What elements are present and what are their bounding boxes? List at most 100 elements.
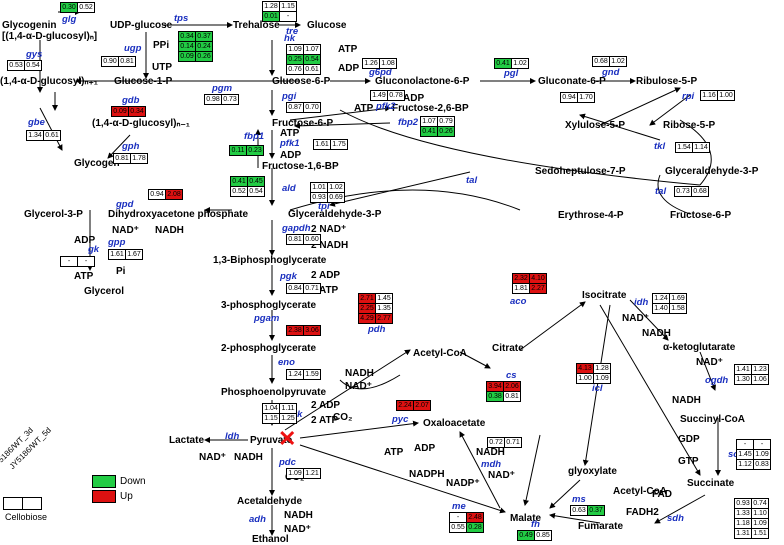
enz-aco: aco [510, 296, 527, 307]
met-nad-adh: NAD⁺ [284, 524, 311, 535]
ratio-cell: 0.63 [570, 505, 588, 516]
enz-pgk: pgk [280, 271, 297, 282]
met-nadph-me: NADPH [409, 469, 445, 480]
ratio-cell: 1.59 [303, 369, 321, 380]
met-gtp: GTP [678, 456, 699, 467]
met-glycerol-3p: Glycerol-3-P [24, 209, 83, 220]
ratio-cell: 1.34 [26, 130, 44, 141]
ratio-cell: 1.75 [330, 139, 348, 150]
met-acetyl-coa-ms: Acetyl-CoA [613, 486, 667, 497]
enz-ogdh: ogdh [705, 375, 729, 386]
ratio-row: -2.48 [449, 512, 484, 523]
met-fructose-6p-right: Fructose-6-P [670, 210, 732, 221]
ratio-cell: 0.61 [43, 130, 61, 141]
ratio-cell: 1.49 [370, 90, 388, 101]
met-g3p: Glyceraldehyde-3-P [288, 209, 382, 220]
ratio-cell: 1.24 [286, 369, 304, 380]
enz-rpi: rpi [682, 91, 695, 102]
ratio-cell: 0.94 [148, 189, 166, 200]
enz-eno: eno [278, 357, 295, 368]
met-ribulose-5p: Ribulose-5-P [636, 76, 698, 87]
met-glucan-n1: (1,4-α-D-glucosyl)ₙ₊₁ [0, 76, 98, 87]
met-nadh-gapdh: 2 NADH [311, 240, 349, 251]
ratio-cell: 1.02 [511, 58, 529, 69]
met-nad-ogdh: NAD⁺ [696, 357, 723, 368]
met-glucose-1p: Glucose-1-P [114, 76, 173, 87]
enz-scs: scs [728, 450, 744, 460]
enz-pdh: pdh [368, 324, 386, 335]
legend-down-swatch [92, 475, 116, 488]
enz-tkl: tkl [654, 141, 666, 152]
enz-g6pd: g6pd [369, 67, 392, 78]
met-glyoxylate: glyoxylate [568, 466, 617, 477]
met-fructose-6p: Fructose-6-P [272, 118, 334, 129]
ratio-cell: 1.61 [108, 249, 126, 260]
ratio-cell: 0.52 [77, 2, 95, 13]
met-ppi: PPi [153, 40, 170, 51]
met-fructose-16bp: Fructose-1,6-BP [262, 161, 339, 172]
met-g3p-right: Glyceraldehyde-3-P [665, 166, 759, 177]
ratio-cell: 1.14 [692, 142, 710, 153]
met-adp-pfk1: ADP [280, 150, 302, 161]
ratio-cell: 1.81 [512, 283, 530, 294]
enz-ugp: ugp [124, 43, 142, 54]
ratio-cell: 2.24 [396, 400, 414, 411]
met-adp-pfk2: ADP [403, 93, 425, 104]
met-adp-gk: ADP [74, 235, 96, 246]
ratio-cell: 2.07 [413, 400, 431, 411]
met-co2-pyc: CO₂ [333, 412, 353, 423]
ratio-cell: 1.02 [609, 56, 627, 67]
enz-cs: cs [506, 370, 517, 381]
ratio-cell: 1.16 [700, 90, 718, 101]
ratio-row: -- [60, 256, 95, 267]
enz-pgam: pgam [254, 313, 280, 324]
ratio-cell: 0.52 [230, 186, 248, 197]
ratio-cell: 0.71 [504, 437, 522, 448]
met-nad-pdh: NAD⁺ [345, 381, 372, 392]
ratio-cell: 1.67 [125, 249, 143, 260]
ratio-cell: 0.09 [111, 106, 129, 117]
met-nadh-mdh: NADH [476, 447, 505, 458]
ratio-cell: 0.34 [128, 106, 146, 117]
legend-carbon-source: Cellobiose [5, 512, 48, 522]
ratio-cell: 0.78 [387, 90, 405, 101]
met-akg: α-ketoglutarate [663, 342, 736, 353]
ratio-row: 0.01- [262, 11, 297, 22]
enz-pgi: pgi [282, 91, 297, 102]
ratio-cell: 1.40 [652, 303, 670, 314]
enz-pdc: pdc [279, 457, 296, 468]
ratio-cell: 1.09 [593, 373, 611, 384]
